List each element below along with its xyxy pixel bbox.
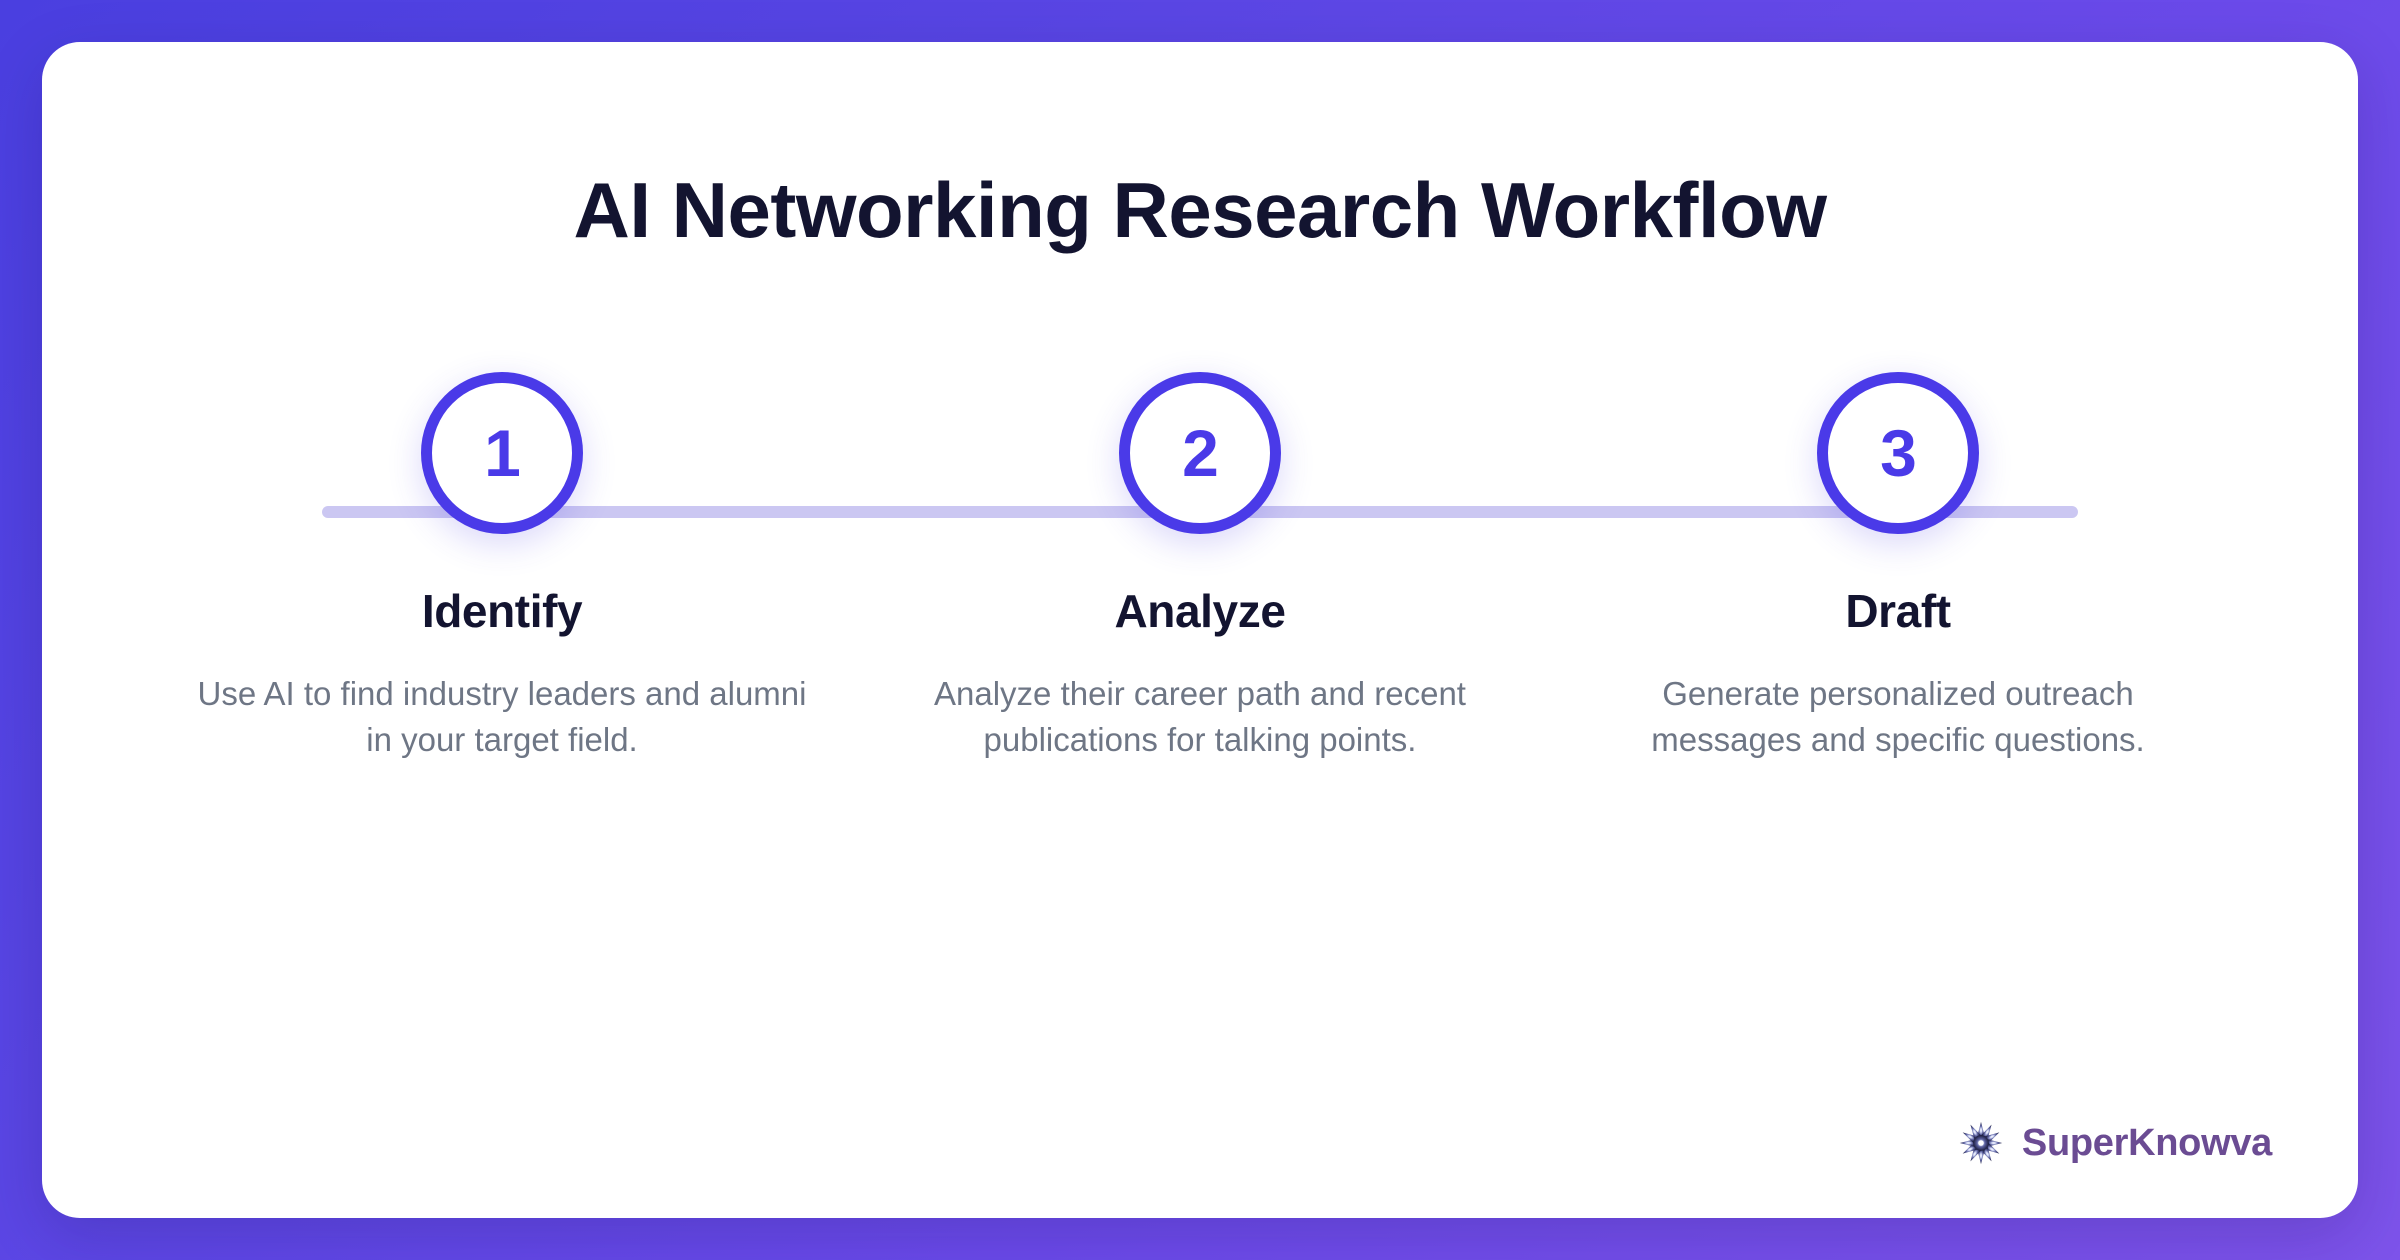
brand-logo: SuperKnowva [1958,1120,2272,1166]
step-1-label: Identify [421,585,583,637]
workflow-timeline: 1 Identify Use AI to find industry leade… [42,372,2358,792]
timeline-steps: 1 Identify Use AI to find industry leade… [192,372,2208,764]
step-2-description: Analyze their career path and recent pub… [934,674,1466,759]
step-1-number: 1 [484,416,521,490]
page-title: AI Networking Research Workflow [573,166,1828,254]
step-3-description: Generate personalized outreach messages … [1651,674,2145,759]
step-2-label: Analyze [1114,585,1286,637]
workflow-card: AI Networking Research Workflow 1 Identi… [42,42,2358,1218]
step-1-description: Use AI to find industry leaders and alum… [197,674,807,759]
workflow-step-2[interactable]: 2 Analyze Analyze their career path and … [890,372,1510,764]
step-1-circle[interactable]: 1 [421,372,583,534]
starburst-icon [1959,1121,2003,1165]
step-3-circle[interactable]: 3 [1817,372,1979,534]
workflow-step-3[interactable]: 3 Draft Generate personalized outreach m… [1588,372,2208,764]
step-3-label: Draft [1845,585,1951,637]
step-2-number: 2 [1182,416,1219,490]
workflow-step-1[interactable]: 1 Identify Use AI to find industry leade… [192,372,812,764]
step-3-number: 3 [1880,416,1917,490]
step-2-circle[interactable]: 2 [1119,372,1281,534]
brand-name: SuperKnowva [2021,1122,2272,1164]
